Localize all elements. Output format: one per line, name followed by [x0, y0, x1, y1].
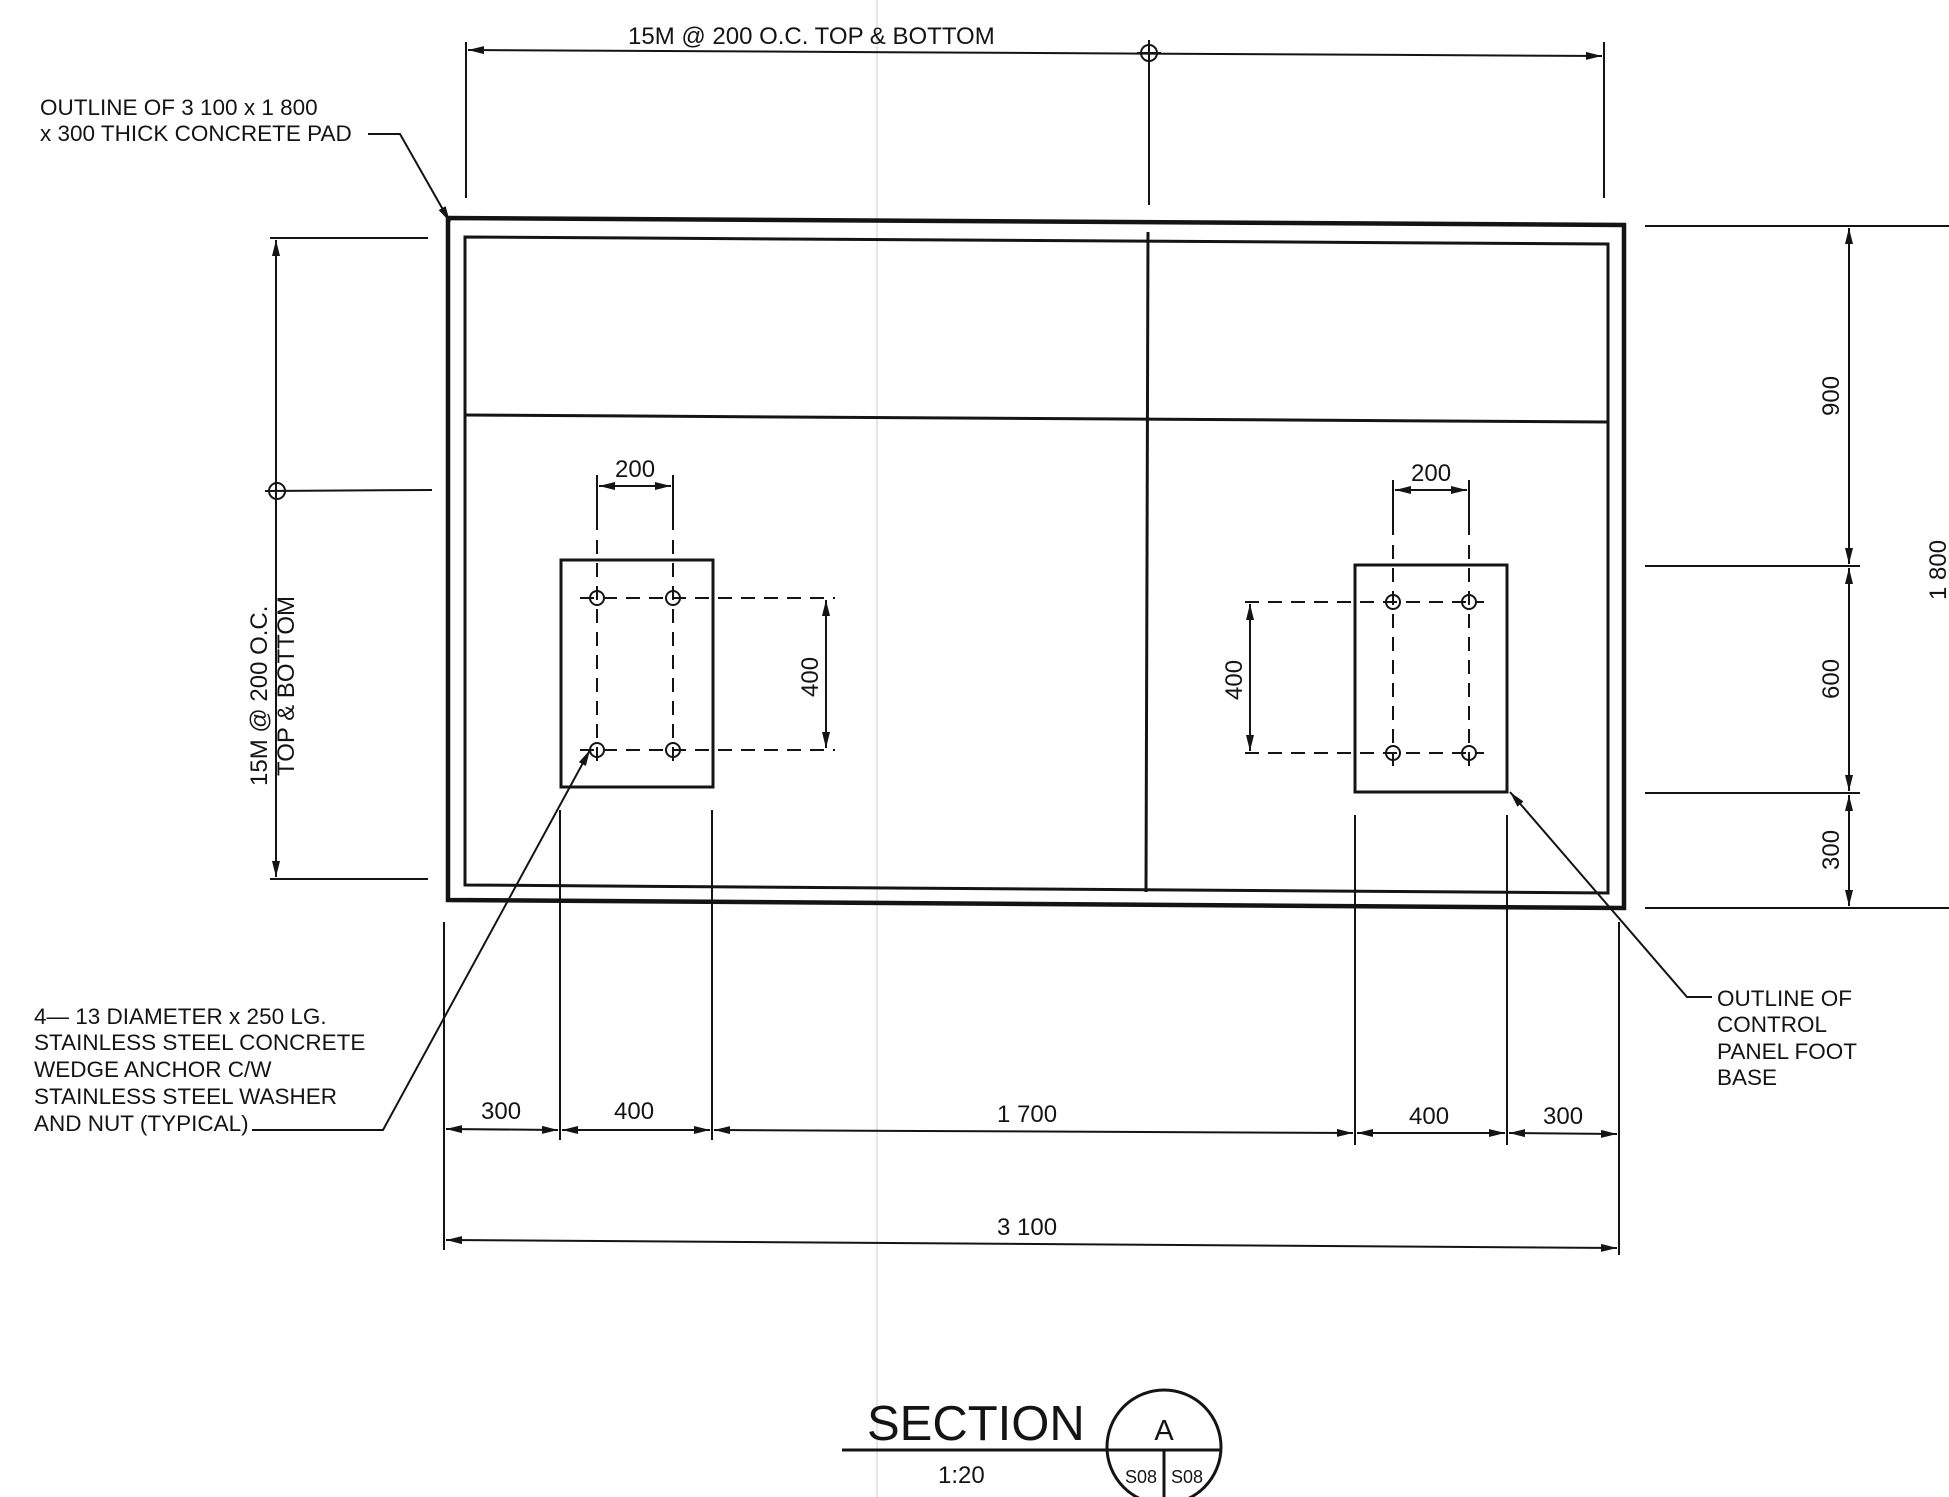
anchor-bolt: [589, 590, 605, 606]
top-rebar-dimension: 15M @ 200 O.C. TOP & BOTTOM: [465, 23, 1605, 205]
left-bolt-spacing: 200: [615, 456, 655, 483]
side-rebar-label-1: 15M @ 200 O.C.: [246, 606, 273, 786]
dimension-1700: 1 700: [997, 1101, 1057, 1128]
section-title-block: SECTION 1:20 A S08 S08: [842, 1388, 1223, 1497]
dimension-overall-width: 3 100: [997, 1214, 1057, 1241]
anchor-line-3: WEDGE ANCHOR C/W: [34, 1057, 272, 1082]
anchor-note: 4— 13 DIAMETER x 250 LG. STAINLESS STEEL…: [34, 749, 591, 1136]
section-title: SECTION: [867, 1397, 1085, 1451]
anchor-bolt: [665, 590, 681, 606]
left-foot-base: 200 400: [559, 456, 835, 789]
left-bolt-vertical: 400: [797, 657, 824, 697]
foot-base-note: OUTLINE OF CONTROL PANEL FOOT BASE: [1509, 791, 1857, 1090]
dimension-300-left: 300: [481, 1098, 521, 1125]
right-foot-base: 200 400: [1221, 460, 1509, 794]
foot-base-line-3: PANEL FOOT: [1717, 1039, 1857, 1064]
left-foot-outline: [559, 558, 715, 789]
rebar-horizontal-line: [464, 413, 1609, 424]
anchor-bolt: [1461, 594, 1477, 610]
right-foot-outline: [1353, 563, 1509, 794]
dimension-300: 300: [1818, 830, 1845, 870]
pad-outline-line-1: OUTLINE OF 3 100 x 1 800: [40, 95, 318, 120]
left-anchor-bolts: [589, 590, 681, 758]
anchor-bolt: [665, 742, 681, 758]
anchor-bolt: [1461, 745, 1477, 761]
rebar-vertical-line: [1144, 231, 1150, 893]
anchor-line-2: STAINLESS STEEL CONCRETE: [34, 1030, 365, 1055]
right-bolt-spacing: 200: [1411, 460, 1451, 487]
sheet-reference-right: S08: [1171, 1467, 1203, 1487]
dimension-900: 900: [1818, 376, 1845, 416]
dimension-400-left: 400: [614, 1098, 654, 1125]
section-marker-letter: A: [1154, 1415, 1174, 1447]
rebar-outline: [463, 235, 1610, 895]
right-bolt-vertical: 400: [1221, 660, 1248, 700]
bottom-dimensions: 300 400 1 700 400 300 3 100: [443, 810, 1620, 1255]
top-rebar-label: 15M @ 200 O.C. TOP & BOTTOM: [628, 23, 995, 50]
dimension-600: 600: [1818, 659, 1845, 699]
foot-base-line-2: CONTROL: [1717, 1012, 1827, 1037]
right-anchor-bolts: [1385, 594, 1477, 761]
right-vertical-dimensions: 900 600 300 1 800: [1645, 225, 1949, 909]
foot-base-line-4: BASE: [1717, 1065, 1777, 1090]
pad-outline: [445, 215, 1627, 911]
anchor-line-4: STAINLESS STEEL WASHER: [34, 1084, 337, 1109]
section-marker: A S08 S08: [1105, 1388, 1223, 1497]
anchor-bolt: [1385, 594, 1401, 610]
dimension-300-right: 300: [1543, 1103, 1583, 1130]
sheet-reference-left: S08: [1125, 1467, 1157, 1487]
dimension-overall-height: 1 800: [1925, 540, 1949, 600]
foot-base-line-1: OUTLINE OF: [1717, 986, 1852, 1011]
section-scale: 1:20: [938, 1462, 985, 1489]
anchor-bolt: [1385, 745, 1401, 761]
concrete-pad: [445, 215, 1627, 911]
side-rebar-dimension: 15M @ 200 O.C. TOP & BOTTOM: [246, 237, 433, 880]
pad-outline-line-2: x 300 THICK CONCRETE PAD: [40, 121, 352, 146]
anchor-line-5: AND NUT (TYPICAL): [34, 1111, 249, 1136]
side-rebar-label-2: TOP & BOTTOM: [273, 596, 300, 776]
pad-outline-note: OUTLINE OF 3 100 x 1 800 x 300 THICK CON…: [40, 95, 451, 223]
dimension-400-right: 400: [1409, 1103, 1449, 1130]
anchor-line-1: 4— 13 DIAMETER x 250 LG.: [34, 1004, 327, 1029]
